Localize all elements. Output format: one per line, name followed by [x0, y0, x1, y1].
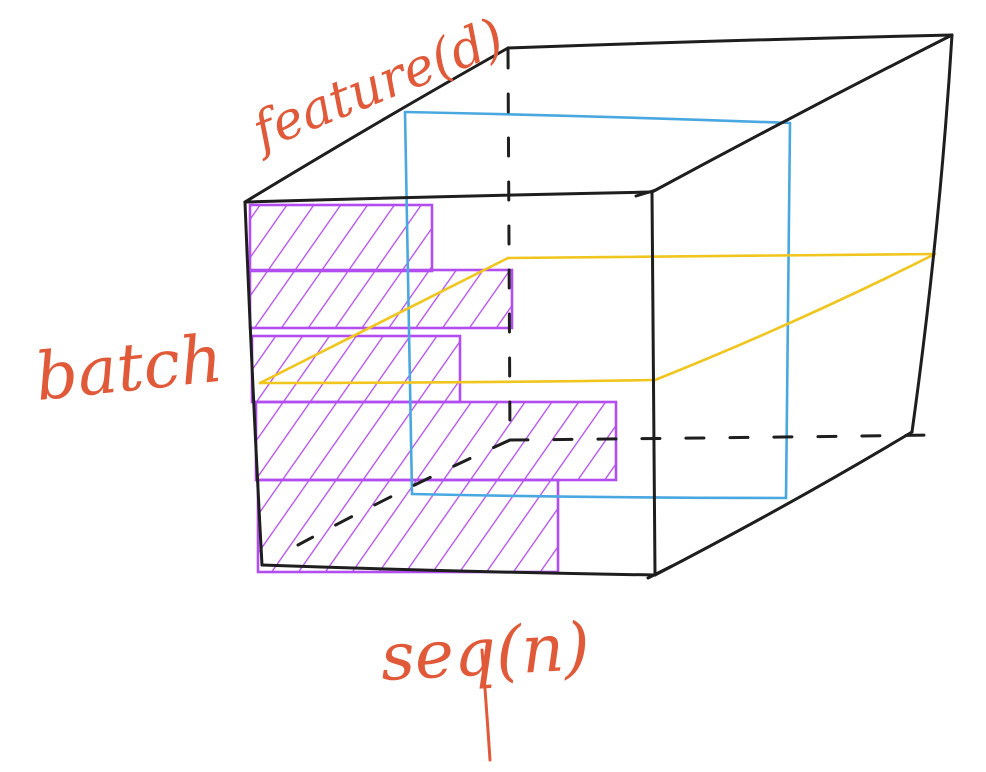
cube-front-top-right-tick — [634, 188, 658, 198]
cyan-slice — [403, 110, 792, 500]
cube-front-right-edge — [650, 190, 657, 577]
cyan-right-edge — [784, 121, 792, 500]
cube-front-bottom-edge — [260, 563, 657, 577]
cube-hidden-vertical-edge — [506, 48, 512, 442]
batch-axis-label: batch — [32, 320, 227, 416]
cube-front-top-edge — [243, 190, 654, 204]
yellow-left-diagonal — [258, 256, 510, 385]
purple-block-5 — [256, 478, 560, 574]
yellow-slice — [258, 252, 937, 385]
cube-hidden-horizontal-edge — [508, 433, 937, 442]
cyan-bottom-edge — [410, 492, 788, 500]
cyan-left-edge — [403, 110, 414, 496]
purple-block-4 — [254, 400, 618, 482]
cube-bottom-right-depth-edge — [653, 430, 914, 577]
cube-top-right-depth-edge — [650, 33, 954, 194]
cube-wireframe — [243, 33, 954, 580]
yellow-front-edge — [258, 378, 657, 385]
purple-block-3 — [250, 334, 462, 404]
purple-block-1 — [248, 203, 434, 273]
yellow-back-edge — [506, 252, 937, 260]
cube-front-left-edge — [243, 200, 264, 567]
seq-label-tail — [480, 648, 492, 762]
purple-block-2 — [248, 268, 514, 330]
cube-back-right-edge — [910, 33, 954, 434]
cube-hidden-edges — [296, 48, 937, 547]
purple-hatched-region — [248, 203, 618, 574]
cyan-top-edge — [403, 110, 792, 125]
yellow-right-diagonal — [653, 252, 937, 382]
cube-top-left-depth-edge — [243, 46, 510, 204]
cube-back-top-edge — [506, 33, 954, 50]
cube-front-bottom-right-tick — [646, 564, 674, 580]
feature-axis-label: feature(d) — [241, 7, 513, 163]
